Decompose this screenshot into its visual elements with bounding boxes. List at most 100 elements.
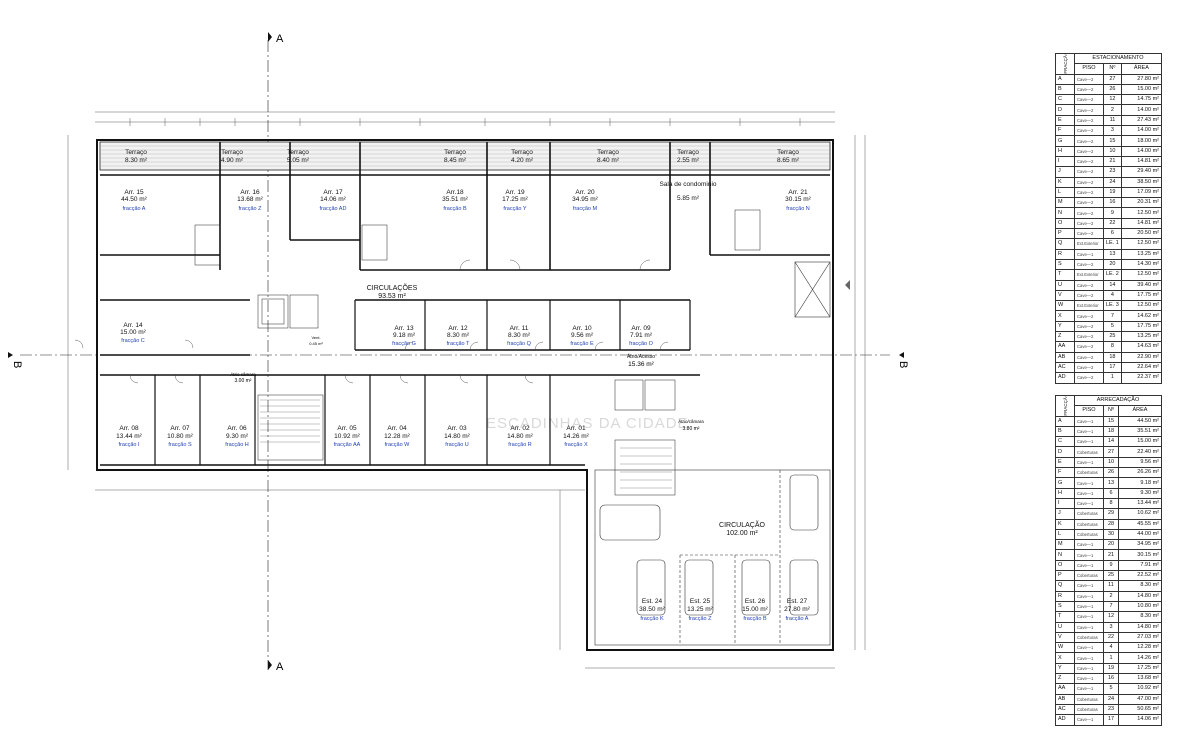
cell-area: 13.25 m² — [1120, 248, 1163, 260]
cell-fraccao: M — [1055, 539, 1075, 551]
cell-fraccao: AD — [1055, 372, 1075, 384]
cell-piso: Cave—2 — [1074, 197, 1104, 209]
cell-number: LE. 2 — [1103, 269, 1122, 281]
cell-piso: Ext.Exterior — [1074, 238, 1104, 250]
cell-fraccao: AA — [1055, 341, 1075, 353]
cell-number: 6 — [1103, 487, 1119, 499]
cell-fraccao: E — [1055, 456, 1075, 469]
cell-area: 9.18 m² — [1118, 477, 1162, 489]
cell-number: 11 — [1103, 580, 1119, 592]
cell-piso: Cave—2 — [1074, 145, 1104, 157]
cell-piso: Cave—1 — [1074, 621, 1104, 633]
cell-fraccao: AC — [1055, 703, 1075, 716]
cell-area: 22.90 m² — [1120, 351, 1163, 363]
cell-area: 34.95 m² — [1118, 539, 1162, 551]
room-fraction: fracção B — [443, 206, 467, 212]
room-area: 14.26 m² — [563, 433, 589, 440]
cell-number: 20 — [1103, 258, 1122, 271]
room-fraction: fracção H — [225, 442, 249, 448]
room-area: 9.18 m² — [393, 332, 416, 339]
atrio-area: 3.80 m² — [683, 426, 700, 432]
room-label: Arr. 02 — [510, 425, 530, 432]
cell-area: 44.50 m² — [1118, 415, 1162, 427]
room-area: 14.06 m² — [320, 196, 346, 203]
col-area: ÁREA — [1120, 63, 1163, 75]
section-marker-a-bottom: A — [276, 661, 284, 673]
circulation-label: CIRCULAÇÃO — [719, 520, 765, 529]
parking-fraction: fracção A — [786, 616, 809, 622]
col-piso: PISO — [1074, 405, 1104, 417]
cell-fraccao: U — [1055, 279, 1075, 291]
room-label: Arr. 03 — [447, 425, 467, 432]
cell-piso: Cave—2 — [1074, 279, 1104, 291]
room-label: Arr. 10 — [572, 325, 592, 332]
cell-number: LE. 3 — [1103, 300, 1122, 312]
cell-fraccao: N — [1055, 549, 1075, 561]
cell-number: 8 — [1103, 497, 1119, 510]
room-area: 8.30 m² — [508, 332, 531, 339]
terrace-area: 8.45 m² — [444, 157, 467, 164]
room-label: Arr. 04 — [387, 425, 407, 432]
cell-fraccao: Y — [1055, 662, 1075, 675]
cell-piso: Cave—1 — [1074, 580, 1104, 592]
room-label: Arr. 21 — [788, 189, 808, 196]
cell-number: 27 — [1103, 73, 1122, 85]
cell-number: 28 — [1103, 518, 1119, 530]
cell-number: 10 — [1103, 456, 1119, 469]
cell-number: 20 — [1103, 539, 1119, 551]
cell-fraccao: I — [1055, 497, 1075, 510]
room-label: Arr. 17 — [323, 189, 343, 196]
cell-piso: Cave—2 — [1074, 331, 1104, 343]
room-label: Arr.18 — [446, 189, 464, 196]
cell-area: 14.80 m² — [1118, 621, 1162, 633]
cell-piso: Cave—1 — [1074, 642, 1104, 654]
cell-number: 5 — [1103, 320, 1122, 333]
table-title: ARRECADAÇÃO — [1074, 394, 1162, 407]
room-label: Arr. 14 — [123, 322, 143, 329]
cell-area: 8.30 m² — [1118, 580, 1162, 592]
cell-area: 14.26 m² — [1118, 652, 1162, 664]
cell-area: 14.81 m² — [1120, 217, 1163, 230]
room-label: Arr. 11 — [510, 325, 529, 332]
col-piso: PISO — [1074, 63, 1104, 75]
cell-number: 17 — [1103, 361, 1122, 374]
cell-number: 21 — [1103, 549, 1119, 561]
room-label: Arr. 16 — [240, 189, 260, 196]
cell-fraccao: L — [1055, 528, 1075, 541]
cell-fraccao: AB — [1055, 693, 1075, 705]
room-fraction: fracção E — [570, 341, 594, 347]
cell-area: 12.28 m² — [1118, 642, 1162, 654]
cell-number: LE. 1 — [1103, 238, 1122, 250]
cell-fraccao: R — [1055, 590, 1075, 602]
cell-fraccao: V — [1055, 289, 1075, 302]
cell-piso: Cave—1 — [1074, 600, 1104, 613]
room-fraction: fracção Z — [239, 206, 263, 212]
cell-fraccao: K — [1055, 518, 1075, 530]
cell-area: 50.65 m² — [1118, 703, 1162, 716]
terrace-label: Terraço — [677, 149, 699, 156]
cell-area: 7.91 m² — [1118, 559, 1162, 572]
cell-fraccao: A — [1055, 415, 1075, 427]
room-area: 35.51 m² — [442, 196, 468, 203]
cell-fraccao: F — [1055, 467, 1075, 479]
cell-number: 2 — [1103, 104, 1122, 116]
cell-area: 14.75 m² — [1120, 94, 1163, 106]
cell-piso: Cave—2 — [1074, 186, 1104, 199]
cell-area: 20.31 m² — [1120, 197, 1163, 209]
cell-fraccao: Z — [1055, 331, 1075, 343]
cell-area: 14.00 m² — [1120, 125, 1163, 137]
table-title: ESTACIONAMENTO — [1074, 52, 1162, 65]
cell-piso: Cave—1 — [1074, 436, 1104, 448]
